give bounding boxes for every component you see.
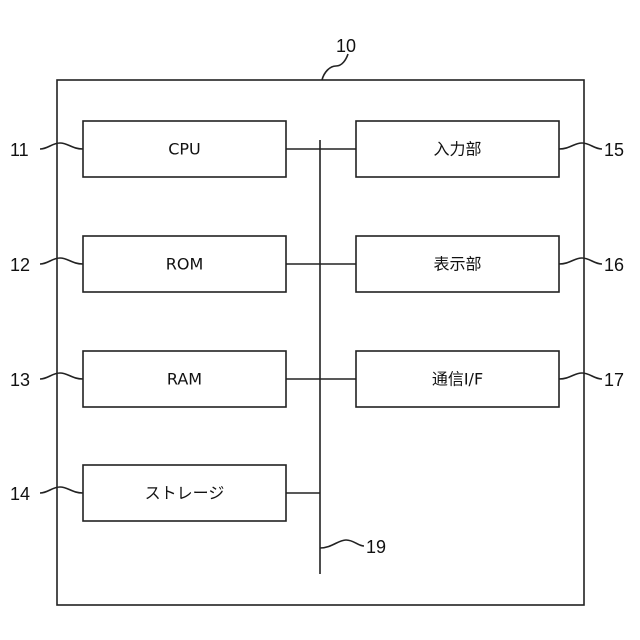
display-unit-label: 表示部 [433,255,481,274]
input-unit-block: 入力部 15 [320,121,624,177]
bus-ref-leader [320,540,364,548]
cpu-ref-leader [40,143,83,149]
ram-ref-label: 13 [10,370,30,390]
comm-if-ref-label: 17 [604,370,624,390]
device-ref-label: 10 [336,36,356,56]
ram-block: RAM 13 [10,351,356,407]
storage-label: ストレージ [145,484,225,503]
storage-ref-leader [40,487,83,493]
comm-if-label: 通信I/F [432,370,483,389]
ram-label: RAM [167,370,202,389]
device-ref-leader [322,54,348,80]
bus-ref-label: 19 [366,537,386,557]
display-unit-ref-leader [559,258,602,264]
input-unit-ref-label: 15 [604,140,624,160]
rom-ref-leader [40,258,83,264]
rom-ref-label: 12 [10,255,30,275]
input-unit-label: 入力部 [433,140,481,159]
cpu-ref-label: 11 [10,140,29,160]
storage-ref-label: 14 [10,484,30,504]
input-unit-ref-leader [559,143,602,149]
ram-ref-leader [40,373,83,379]
comm-if-ref-leader [559,373,602,379]
display-unit-ref-label: 16 [604,255,624,275]
cpu-label: CPU [168,140,201,159]
rom-block: ROM 12 [10,236,356,292]
rom-label: ROM [166,255,204,274]
